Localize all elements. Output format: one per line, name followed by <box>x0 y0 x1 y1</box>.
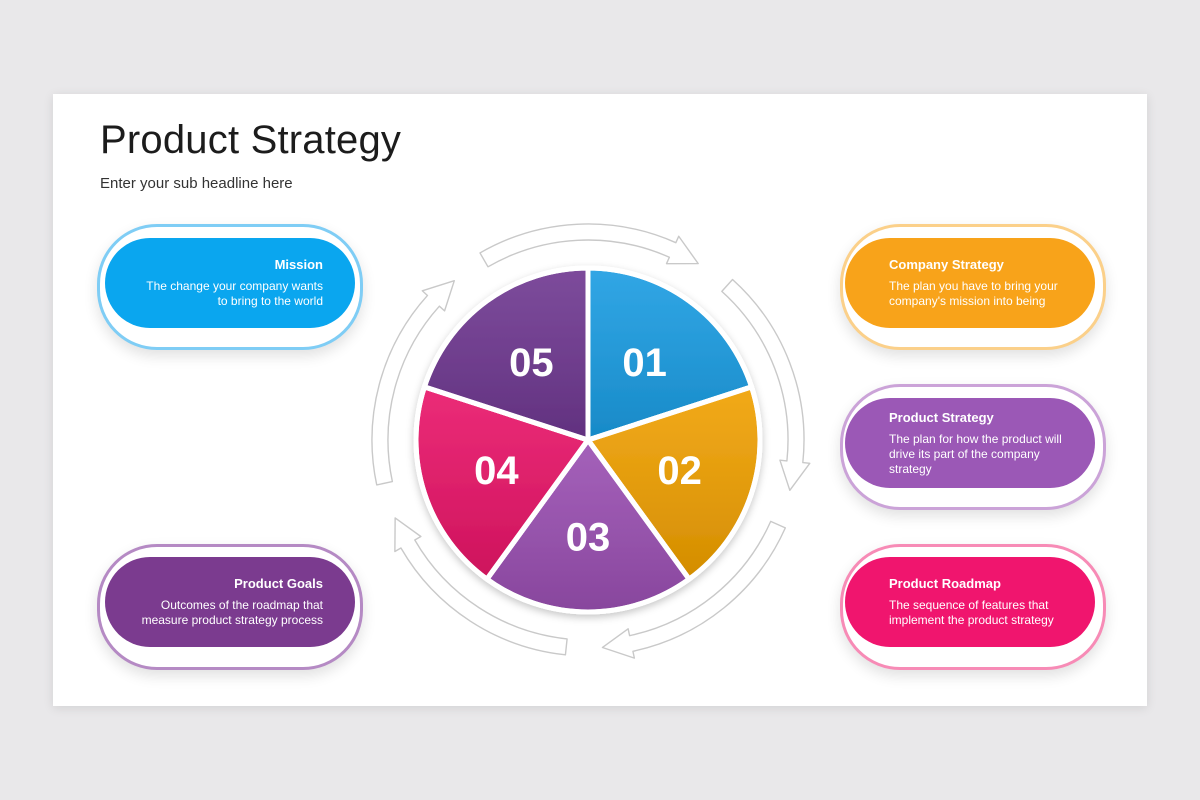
company-strategy-card-description: The plan you have to bring your company'… <box>889 279 1058 308</box>
cycle-arrow-5 <box>371 279 455 486</box>
pie-segments <box>413 265 763 615</box>
product-strategy-card-title: Product Strategy <box>889 409 994 425</box>
segment-number-02: 02 <box>657 449 702 493</box>
cycle-arrow-3 <box>601 520 787 659</box>
pie-segment-shading-04 <box>413 383 593 583</box>
mission-card-title: Mission <box>274 257 323 272</box>
cycle-arrow-1 <box>479 223 699 268</box>
product-roadmap-card-description: The sequence of features that implement … <box>889 598 1054 627</box>
segment-number-01: 01 <box>622 341 667 385</box>
segment-number-04: 04 <box>474 449 519 493</box>
segment-number-03: 03 <box>566 515 611 559</box>
company-strategy-card[interactable]: Company Strategy The plan you have to br… <box>845 238 1095 328</box>
pie-segment-shading-01 <box>585 265 755 444</box>
product-goals-card[interactable]: Product Goals Outcomes of the roadmap th… <box>105 557 355 647</box>
mission-card[interactable]: Mission The change your company wants to… <box>105 238 355 328</box>
page-title: Product Strategy <box>100 118 402 162</box>
segment-number-05: 05 <box>509 341 554 385</box>
cycle-arrows <box>371 223 811 659</box>
company-strategy-card-title: Company Strategy <box>889 257 1004 272</box>
mission-card-description: The change your company wants to bring t… <box>146 279 323 308</box>
cycle-arrow-4 <box>394 517 568 656</box>
product-strategy-card-description: The plan for how the product will drive … <box>889 431 1062 476</box>
cycle-wheel-diagram: 01 02 03 04 05 <box>371 223 811 659</box>
product-goals-card-title: Product Goals <box>234 576 323 591</box>
product-roadmap-card[interactable]: Product Roadmap The sequence of features… <box>845 557 1095 647</box>
product-roadmap-card-title: Product Roadmap <box>889 576 1001 591</box>
cycle-arrow-2 <box>721 278 811 492</box>
segment-labels: 01 02 03 04 05 <box>474 341 702 559</box>
product-strategy-card[interactable]: Product Strategy The plan for how the pr… <box>845 398 1095 488</box>
pie-segment-shading-02 <box>583 383 763 583</box>
pie-segment-shading-05 <box>421 265 591 444</box>
pie-segment-shading-03 <box>483 435 693 615</box>
page-subtitle: Enter your sub headline here <box>100 175 293 192</box>
product-goals-card-description: Outcomes of the roadmap that measure pro… <box>141 598 323 627</box>
